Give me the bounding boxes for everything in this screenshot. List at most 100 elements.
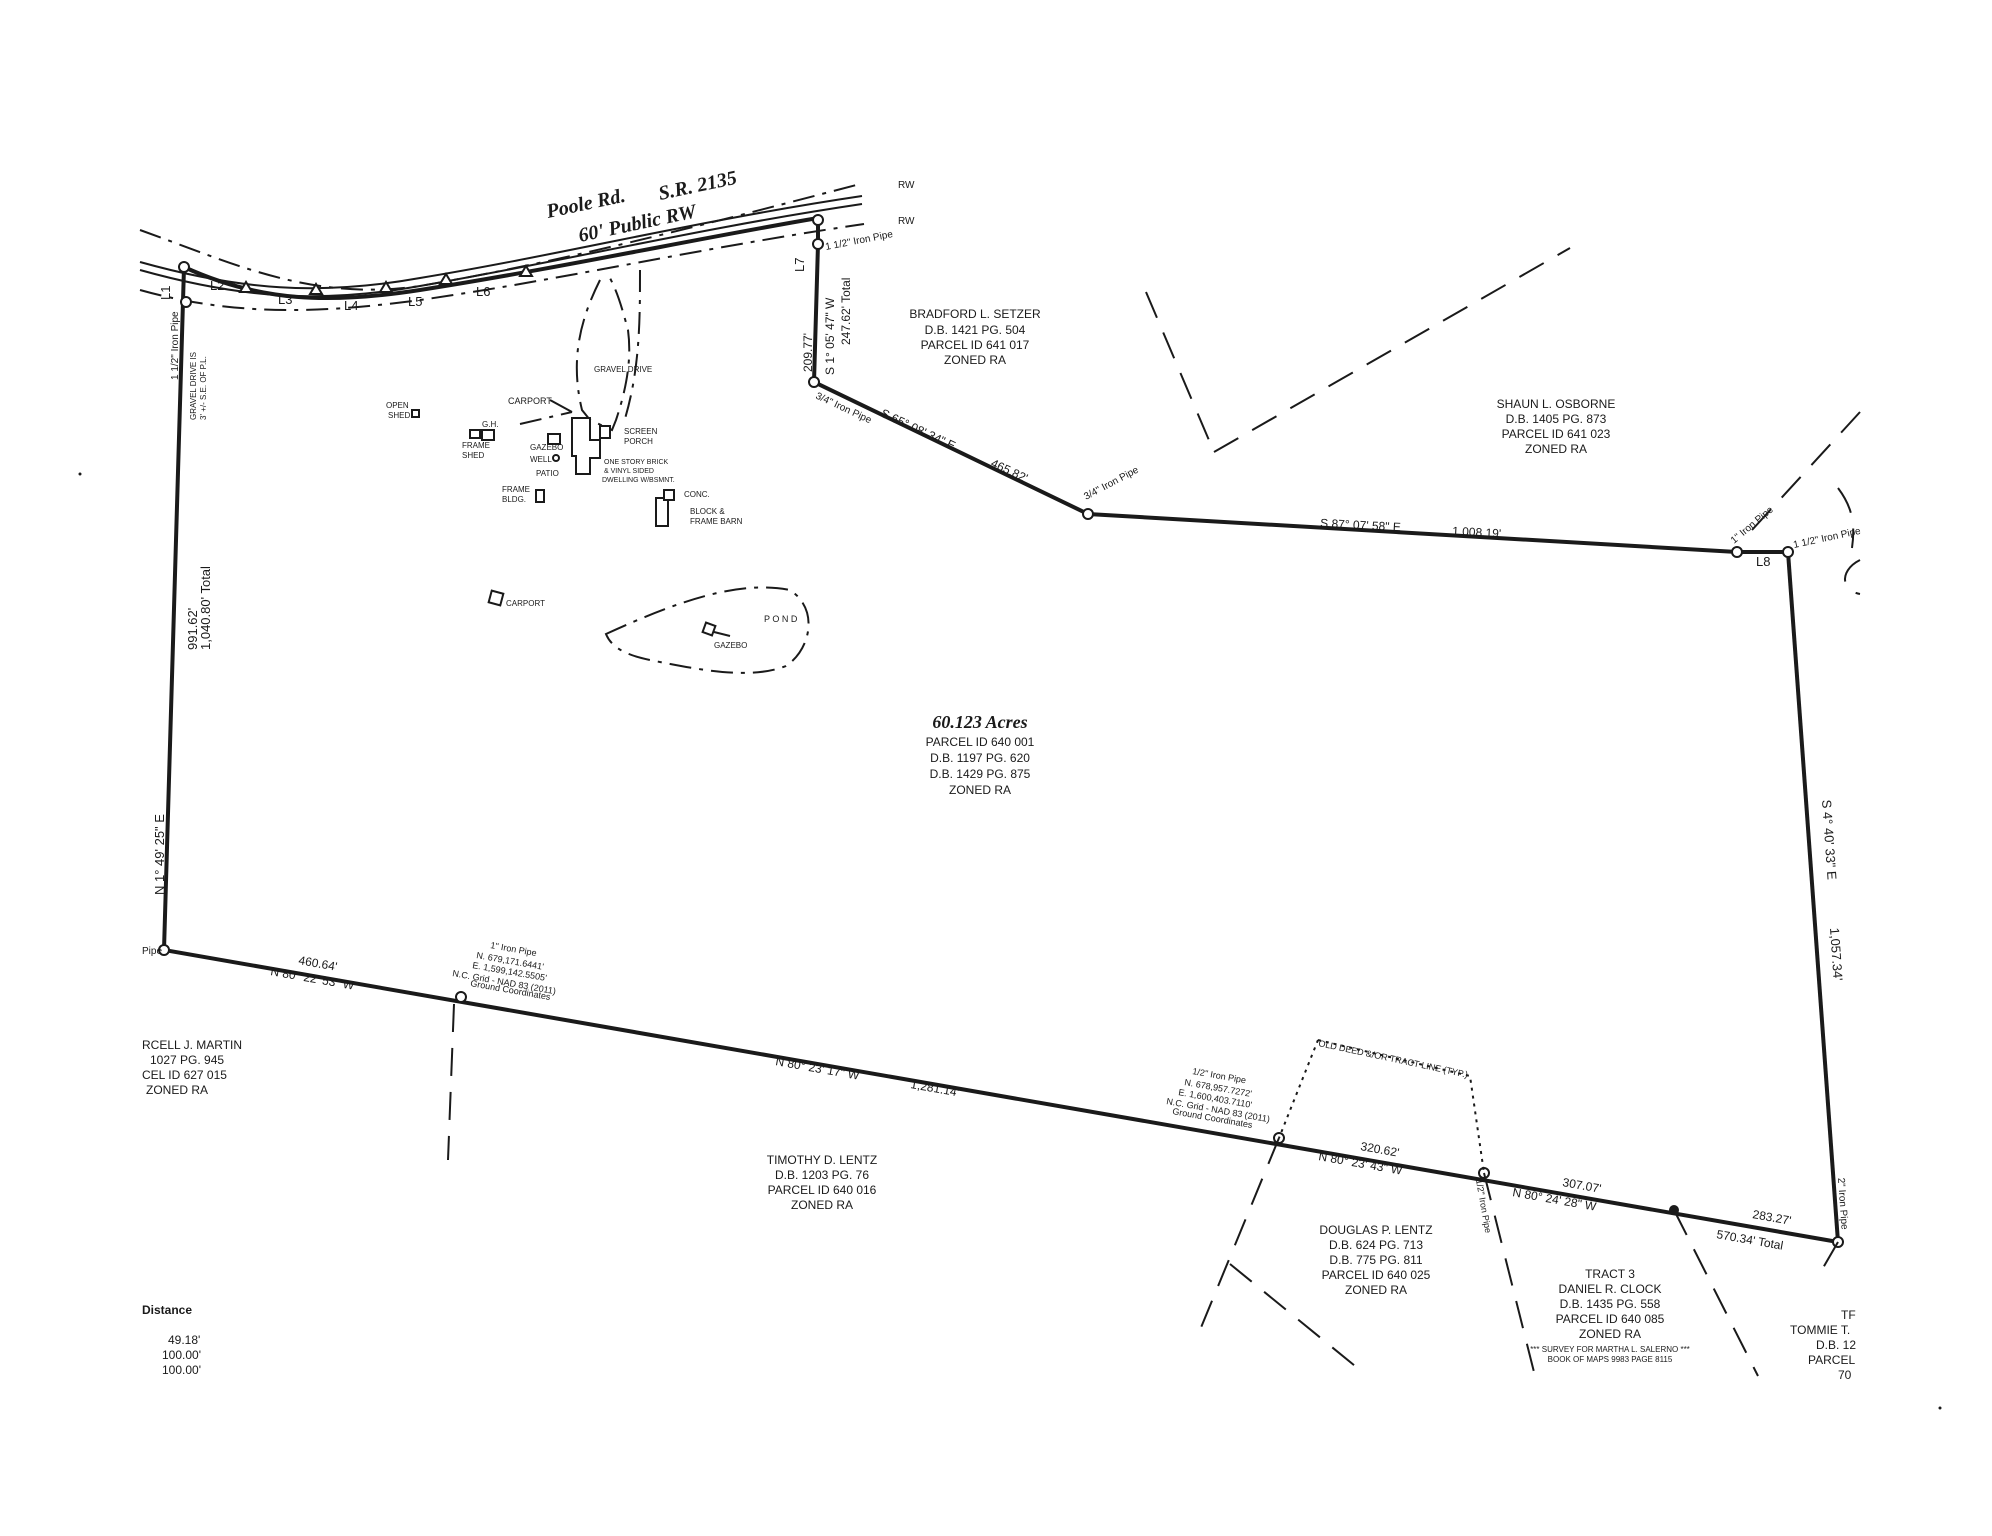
ne-road-pipe-label: 1 1/2" Iron Pipe bbox=[824, 229, 894, 253]
martin-line-3: CEL ID 627 015 bbox=[142, 1068, 227, 1082]
screen-porch bbox=[599, 425, 611, 439]
improvements: GRAVEL DRIVE GRAVEL DRIVE IS 3' +/- S.E.… bbox=[189, 269, 810, 674]
road-marker-1 bbox=[238, 280, 254, 293]
road-marker-3 bbox=[378, 280, 394, 293]
drive-note-2: 3' +/- S.E. OF P.L. bbox=[199, 356, 208, 420]
tommie-line-2: TOMMIE T. bbox=[1790, 1323, 1850, 1337]
pond bbox=[604, 586, 810, 674]
dwelling-label-3: DWELLING W/BSMNT. bbox=[602, 477, 675, 484]
label-l6: L6 bbox=[476, 284, 490, 299]
rw-label-top: RW bbox=[898, 180, 915, 191]
table-header: Distance bbox=[142, 1303, 192, 1317]
old-deed-label: OLD DEED &/OR TRACT LINE (TYP.) bbox=[1318, 1038, 1469, 1079]
line-table: Distance 49.18' 100.00' 100.00' bbox=[142, 1303, 201, 1377]
douglas-line-4: PARCEL ID 640 025 bbox=[1322, 1268, 1431, 1282]
west-partial: 991.62' bbox=[185, 608, 200, 650]
speck bbox=[1938, 1406, 1942, 1410]
setzer-line-3: PARCEL ID 641 017 bbox=[921, 338, 1030, 352]
road: Poole Rd. S.R. 2135 60' Public RW RW RW bbox=[139, 167, 915, 312]
s-pipe2-label: 1/2" Iron Pipe bbox=[1474, 1179, 1493, 1234]
well bbox=[552, 454, 560, 462]
conc-pad bbox=[663, 489, 675, 501]
dwelling bbox=[571, 417, 601, 475]
label-l7: L7 bbox=[792, 258, 807, 272]
acreage: 60.123 Acres bbox=[932, 712, 1027, 732]
se-pipe-label: 2" Iron Pipe bbox=[1835, 1177, 1850, 1230]
ne-road-pipe-marker bbox=[812, 214, 824, 226]
clock-line-4: PARCEL ID 640 085 bbox=[1556, 1312, 1665, 1326]
frame-shed-label-1: FRAME bbox=[462, 441, 490, 450]
conc-label: CONC. bbox=[684, 490, 710, 499]
martin-line-1: RCELL J. MARTIN bbox=[142, 1038, 242, 1052]
table-row-3: 100.00' bbox=[162, 1363, 201, 1377]
north-distance: 1,008.19' bbox=[1452, 524, 1502, 541]
west-bearing: N 1° 49' 25" E bbox=[152, 814, 167, 895]
setzer-line-4: ZONED RA bbox=[944, 353, 1006, 367]
osborne-line-3: PARCEL ID 641 023 bbox=[1502, 427, 1611, 441]
label-l5: L5 bbox=[408, 294, 422, 309]
clock-line-5: ZONED RA bbox=[1579, 1327, 1641, 1341]
barn-label-1: BLOCK & bbox=[690, 507, 725, 516]
tommie-line-4: PARCEL bbox=[1808, 1353, 1855, 1367]
osborne-line-2: D.B. 1405 PG. 873 bbox=[1506, 412, 1607, 426]
road-marker-5 bbox=[518, 264, 534, 277]
open-shed-label-2: SHED bbox=[388, 411, 410, 420]
neighbor-douglas-lentz: DOUGLAS P. LENTZ D.B. 624 PG. 713 D.B. 7… bbox=[1319, 1223, 1432, 1297]
carport2-label: CARPORT bbox=[506, 599, 545, 608]
pond-label: P O N D bbox=[764, 614, 798, 624]
label-l4: L4 bbox=[344, 298, 358, 313]
neighbor-tommie: TF TOMMIE T. D.B. 12 PARCEL 70 bbox=[1790, 1308, 1856, 1382]
frame-shed-label-2: SHED bbox=[462, 451, 484, 460]
dwelling-label-2: & VINYL SIDED bbox=[604, 468, 654, 475]
gazebo2-label: GAZEBO bbox=[714, 641, 747, 650]
neighbor-labels: BRADFORD L. SETZER D.B. 1421 PG. 504 PAR… bbox=[142, 307, 1856, 1382]
south3-distance: 320.62' bbox=[1359, 1139, 1400, 1160]
drive-note-1: GRAVEL DRIVE IS bbox=[189, 352, 198, 420]
clock-line-3: D.B. 1435 PG. 558 bbox=[1560, 1297, 1661, 1311]
timothy-line-2: D.B. 1203 PG. 76 bbox=[775, 1168, 869, 1182]
north-bearing: S 87° 07' 58" E bbox=[1320, 516, 1401, 534]
jog-distance: 209.77' bbox=[801, 333, 815, 372]
neighbor-martin: RCELL J. MARTIN 1027 PG. 945 CEL ID 627 … bbox=[142, 1038, 242, 1097]
setzer-line-2: D.B. 1421 PG. 504 bbox=[925, 323, 1026, 337]
barn bbox=[655, 497, 669, 527]
frame-bldg-label-2: BLDG. bbox=[502, 495, 526, 504]
subject-deed-1: D.B. 1197 PG. 620 bbox=[930, 751, 1030, 765]
clock-line-2: DANIEL R. CLOCK bbox=[1559, 1282, 1662, 1296]
gazebo2 bbox=[701, 621, 717, 637]
patio-label: PATIO bbox=[536, 469, 559, 478]
label-l8: L8 bbox=[1756, 554, 1770, 569]
east-distance: 1,057.34' bbox=[1827, 927, 1846, 981]
subject-deed-2: D.B. 1429 PG. 875 bbox=[930, 767, 1031, 781]
neighbor-clock: TRACT 3 DANIEL R. CLOCK D.B. 1435 PG. 55… bbox=[1530, 1267, 1690, 1364]
diag-distance: 465.82' bbox=[989, 456, 1030, 485]
dwelling-label-1: ONE STORY BRICK bbox=[604, 459, 669, 466]
neighbor-osborne: SHAUN L. OSBORNE D.B. 1405 PG. 873 PARCE… bbox=[1497, 397, 1616, 456]
diag-end-pipe-marker bbox=[1082, 508, 1094, 520]
osborne-line-1: SHAUN L. OSBORNE bbox=[1497, 397, 1616, 411]
south2-bearing: N 80° 23' 17" W bbox=[774, 1054, 861, 1083]
jog-bearing: S 1° 05' 47" W bbox=[823, 297, 837, 375]
label-l2: L2 bbox=[210, 278, 224, 293]
adjoiner-lines bbox=[447, 247, 1861, 1381]
sw-pipe-label: Pipe bbox=[142, 946, 162, 957]
sw-pipe-marker bbox=[158, 944, 170, 956]
carport1-label: CARPORT bbox=[508, 396, 552, 406]
l7-pipe-marker bbox=[812, 238, 824, 250]
south5-distance: 283.27' bbox=[1751, 1207, 1792, 1228]
diag-end-pipe-label: 3/4" Iron Pipe bbox=[1082, 464, 1141, 502]
frame-bldg-label-1: FRAME bbox=[502, 485, 530, 494]
jog-total: 247.62' Total bbox=[839, 278, 853, 345]
label-l3: L3 bbox=[278, 292, 292, 307]
road-marker-2 bbox=[308, 282, 324, 295]
nw-pipe-label: 1 1/2" Iron Pipe bbox=[170, 311, 181, 380]
subject-zoning: ZONED RA bbox=[949, 783, 1011, 797]
clock-line-1: TRACT 3 bbox=[1585, 1267, 1635, 1281]
diag-bearing: S 65° 08' 34" E bbox=[879, 406, 958, 453]
screen-label-1: SCREEN bbox=[624, 427, 658, 436]
tommie-line-3: D.B. 12 bbox=[1816, 1338, 1856, 1352]
greenhouse bbox=[469, 429, 481, 439]
south2-distance: 1,281.14' bbox=[909, 1077, 960, 1099]
carport2 bbox=[487, 589, 505, 607]
frame-shed bbox=[481, 429, 495, 441]
